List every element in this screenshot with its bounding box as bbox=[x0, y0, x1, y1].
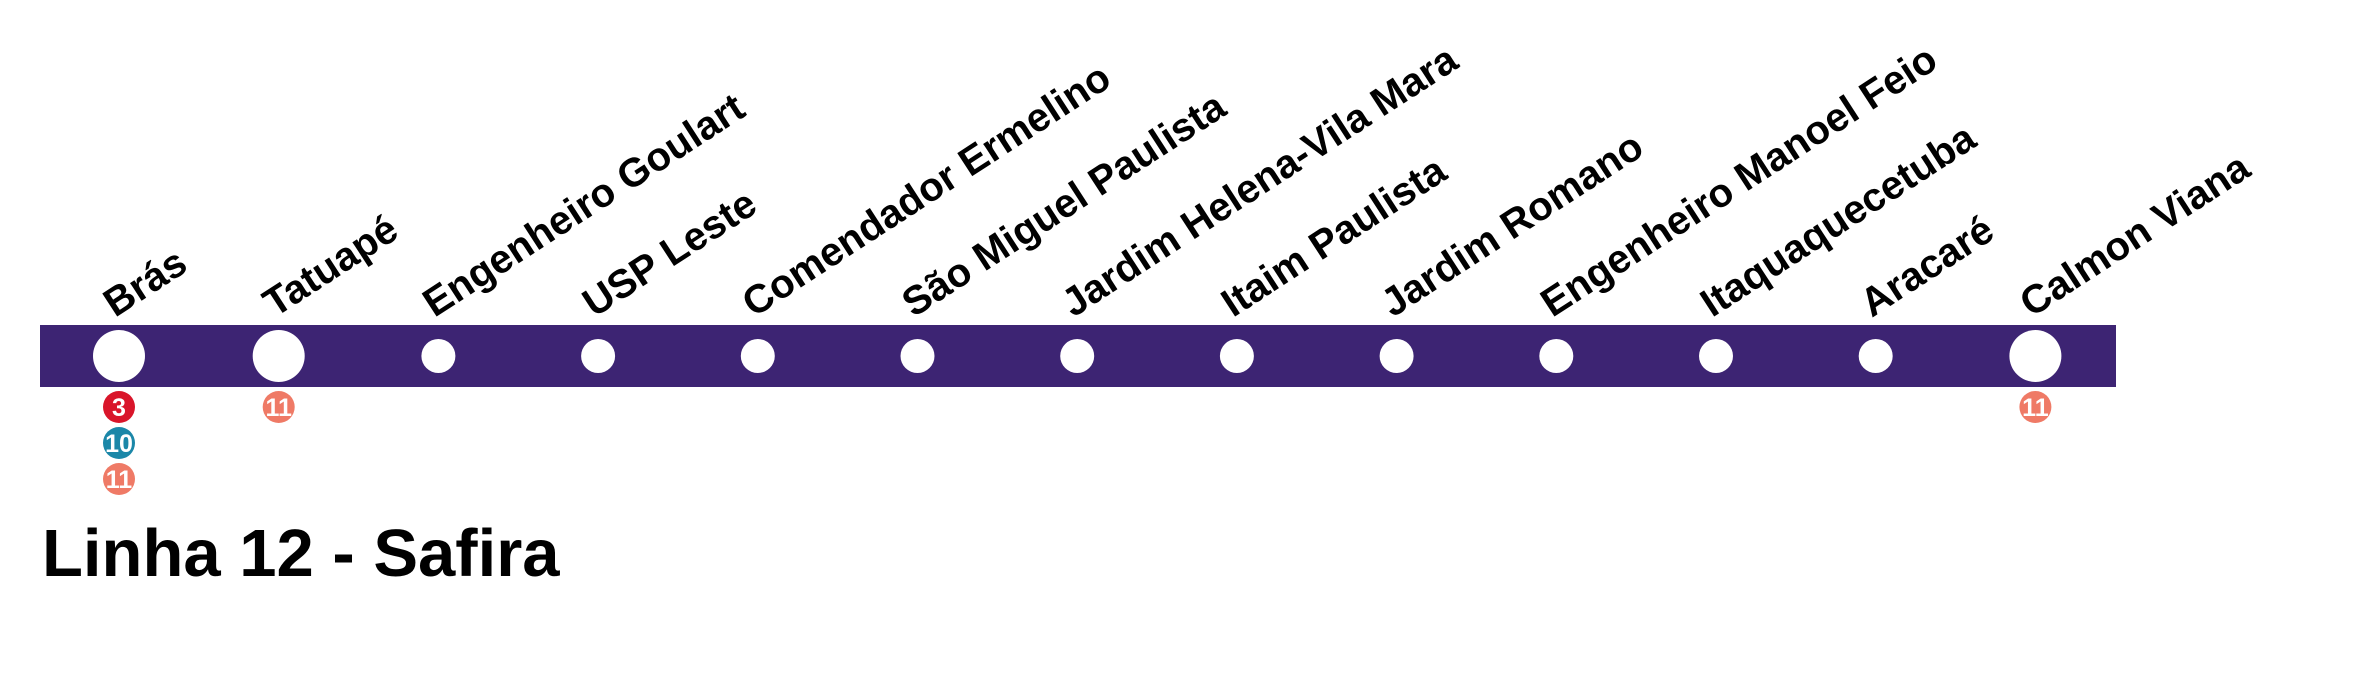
connection-badge-line-3: 3 bbox=[103, 391, 135, 423]
station-bras: Brás 3 10 11 bbox=[93, 240, 195, 495]
station-dot bbox=[252, 330, 305, 382]
connection-badge-line-11: 11 bbox=[103, 463, 135, 495]
station-dot bbox=[740, 339, 775, 373]
station-dot bbox=[421, 339, 456, 373]
station-tatuape: Tatuapé 11 bbox=[252, 207, 406, 423]
connection-badge-label: 11 bbox=[106, 466, 133, 494]
station-dot bbox=[1219, 339, 1254, 373]
connection-badge-label: 11 bbox=[2022, 394, 2049, 422]
station-dot bbox=[581, 339, 616, 373]
connection-badge-circle bbox=[2019, 391, 2052, 423]
station-dot bbox=[1379, 339, 1414, 373]
connection-badge-label: 3 bbox=[112, 394, 126, 422]
station-label: Tatuapé bbox=[256, 207, 406, 326]
station-label: Aracaré bbox=[1853, 207, 2002, 325]
line-title: Linha 12 - Safira bbox=[42, 516, 560, 591]
station-label: Jardim Romano bbox=[1374, 124, 1651, 326]
station-dot bbox=[1858, 339, 1893, 373]
connection-badge-label: 11 bbox=[265, 394, 292, 422]
station-label: Brás bbox=[96, 240, 195, 325]
connection-badge-circle bbox=[103, 391, 135, 423]
station-dot bbox=[1060, 339, 1095, 373]
station-label: Itaquaquecetuba bbox=[1693, 115, 1984, 325]
connection-badge-circle bbox=[103, 463, 135, 495]
connection-badge-line-11: 11 bbox=[2019, 391, 2052, 423]
station-dot bbox=[1699, 339, 1733, 373]
station-dot bbox=[900, 339, 935, 373]
connection-badge-circle bbox=[103, 427, 135, 459]
connection-badge-line-11: 11 bbox=[262, 391, 295, 423]
connection-badge-circle bbox=[262, 391, 295, 423]
connection-badge-label: 10 bbox=[105, 430, 133, 458]
station-dot bbox=[93, 330, 145, 382]
connection-badge-line-10: 10 bbox=[103, 427, 135, 459]
station-dot bbox=[2009, 330, 2062, 382]
station-dot bbox=[1539, 339, 1574, 373]
station-label: Calmon Viana bbox=[2012, 145, 2258, 326]
